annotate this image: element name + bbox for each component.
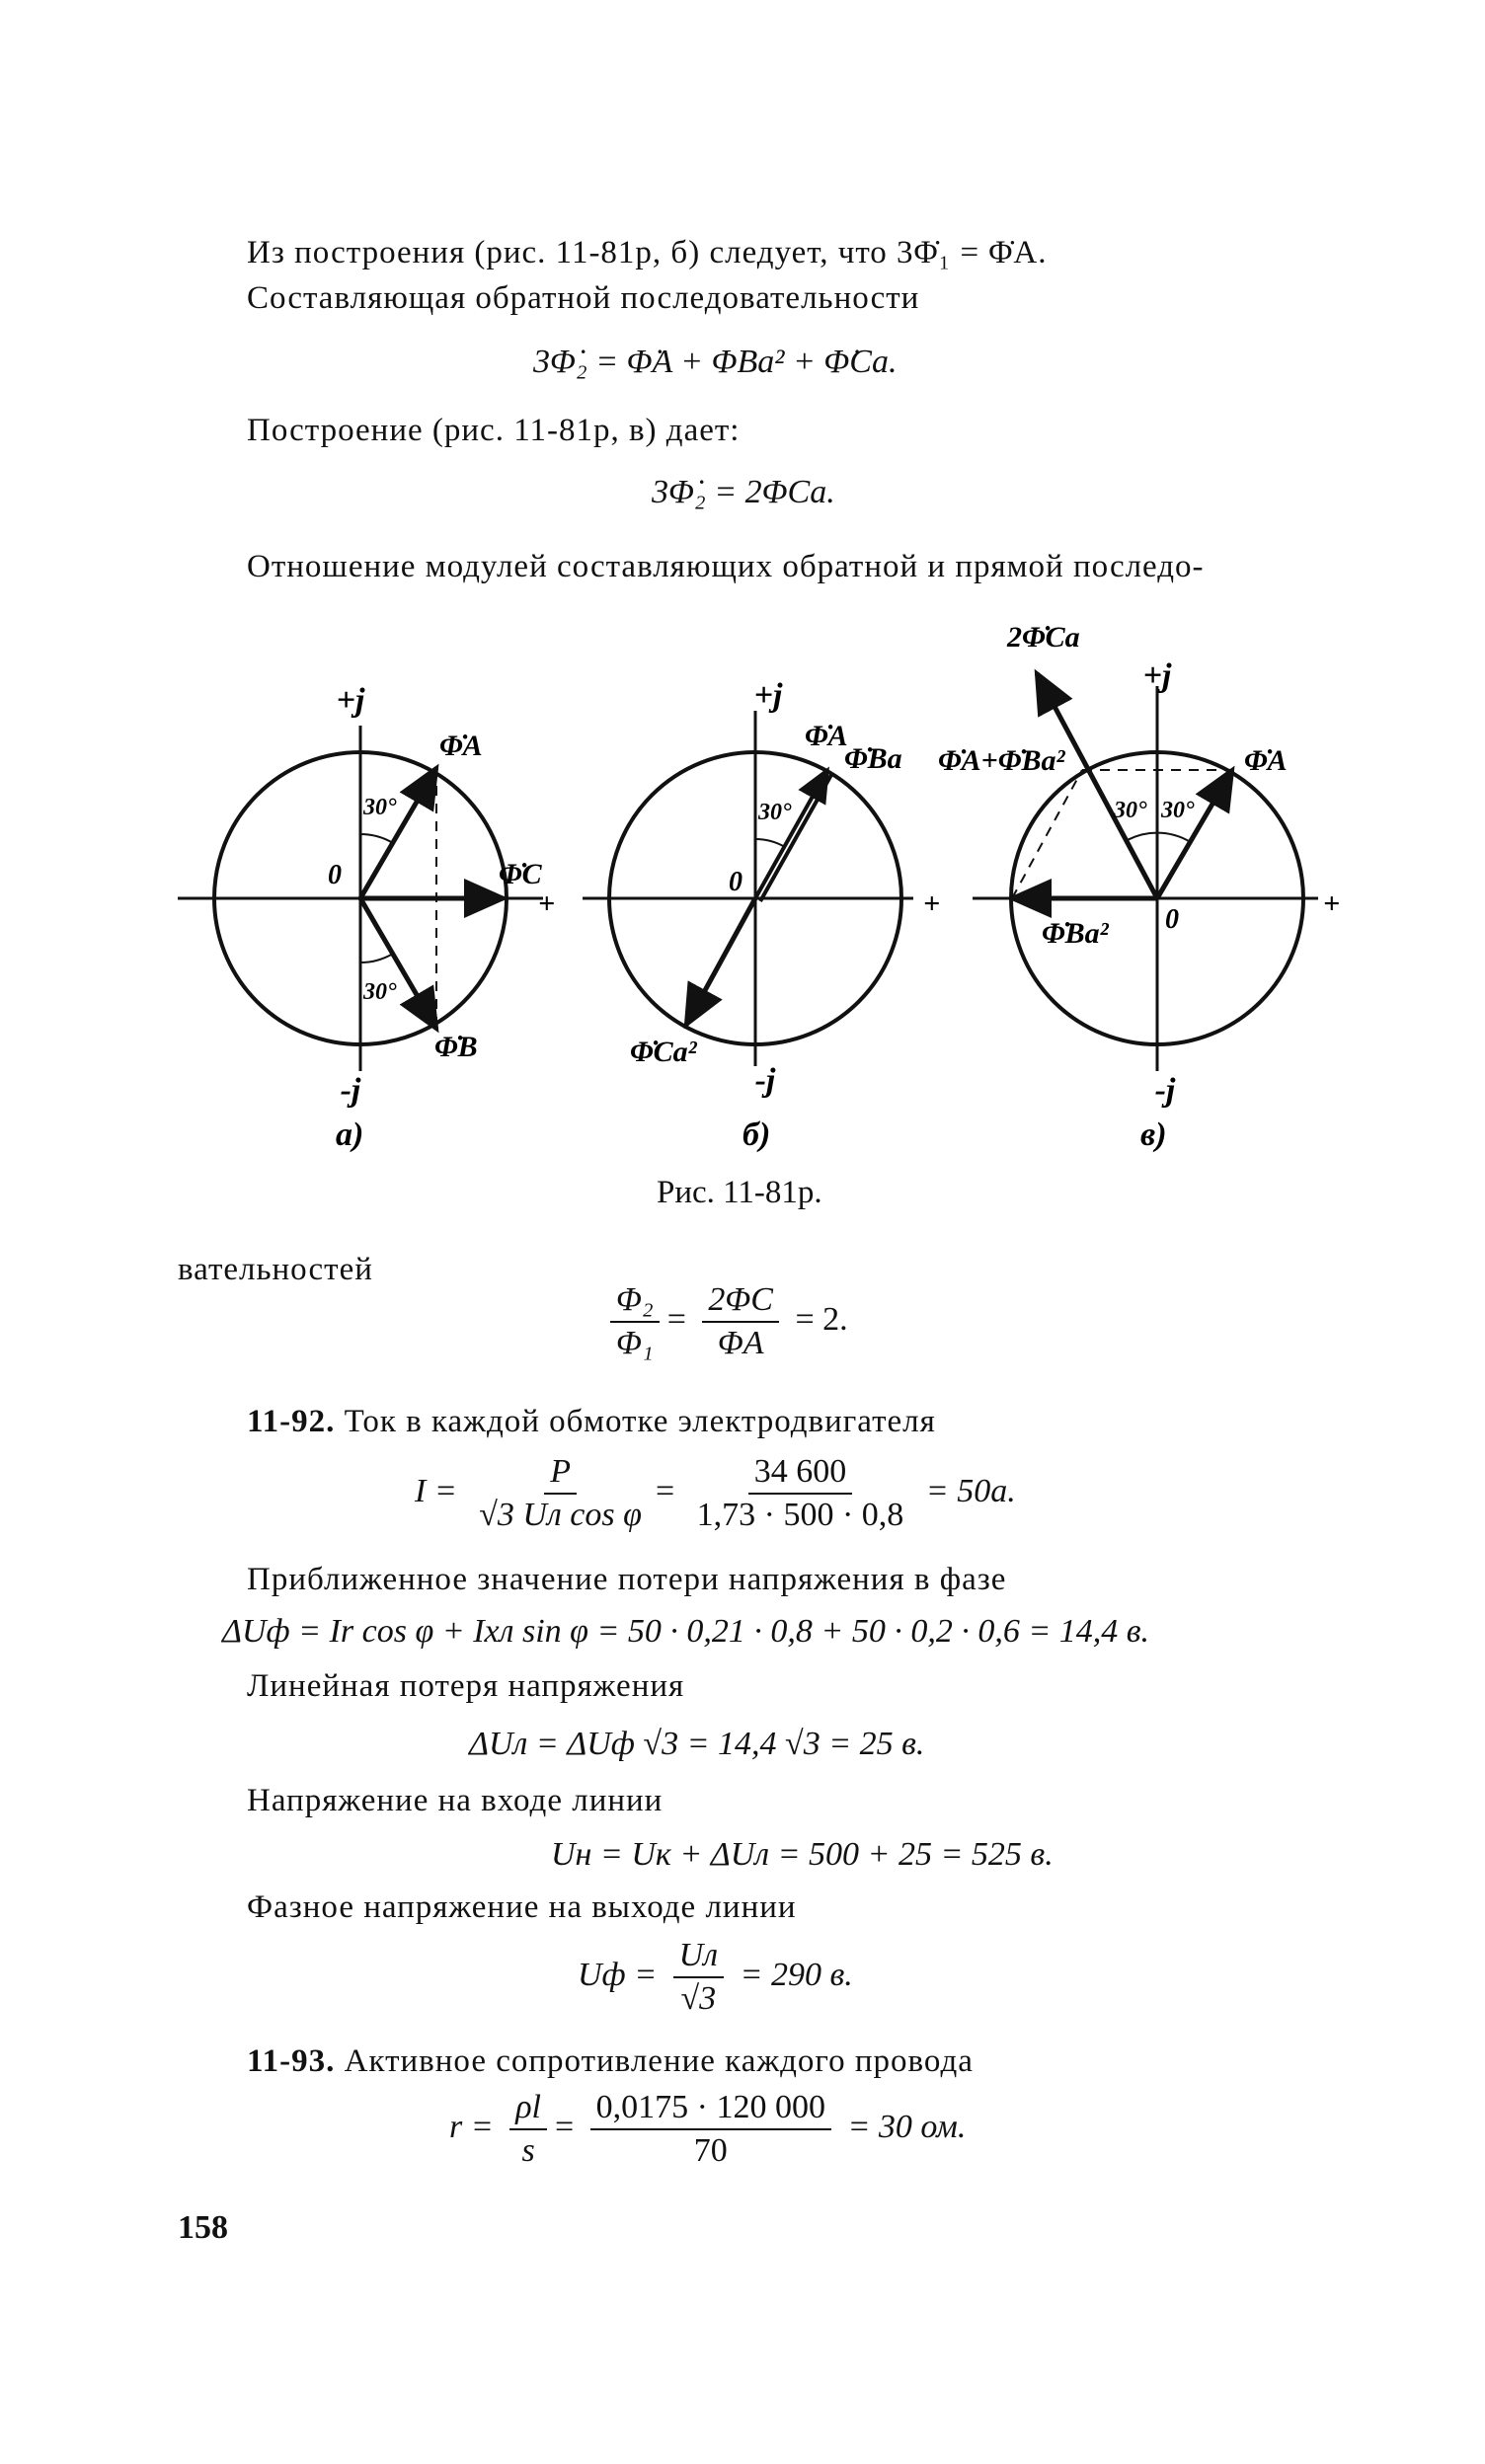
text-line: Отношение модулей составляющих обратной … — [247, 549, 1205, 584]
result: = 50а. — [925, 1472, 1016, 1509]
problem-number: 11-93. — [247, 2043, 336, 2079]
lhs: Uф = — [578, 1956, 658, 1993]
problem-heading: 11-92. Ток в каждой обмотке электродвига… — [247, 1404, 936, 1440]
label-plus-j: +j — [1143, 657, 1172, 694]
text-line: Приближенное значение потери напряжения … — [247, 1562, 1007, 1597]
problem-heading: 11-93. Активное сопротивление каждого пр… — [247, 2043, 974, 2080]
frac-den: 70 — [693, 2132, 728, 2169]
phasor-c-a — [1154, 765, 1235, 900]
line-drop-formula: ΔUл = ΔUф √3 = 14,4 √3 = 25 в. — [469, 1726, 925, 1762]
label-angle: 30° — [362, 979, 397, 1005]
frac-num: 34 600 — [747, 1453, 853, 1495]
frac-num: ρl — [509, 2089, 547, 2130]
text-line: Фазное напряжение на выходе линии — [247, 1889, 797, 1925]
phasor-c-2ca — [1034, 668, 1160, 900]
problem-text: Активное сопротивление каждого провода — [335, 2043, 974, 2079]
label-phi-b: Φ̇B — [434, 1031, 478, 1063]
input-voltage-formula: Uн = Uк + ΔUл = 500 + 25 = 525 в. — [551, 1836, 1054, 1873]
label-plus: + — [538, 887, 555, 920]
label-c: в) — [1140, 1116, 1167, 1153]
label-phi-ba: Φ̇Ba — [844, 742, 902, 775]
result: = 30 ом. — [847, 2108, 967, 2145]
label-minus-j: -j — [1155, 1072, 1176, 1109]
label-angle: 30° — [1160, 798, 1195, 823]
label-phi-ca2: Φ̇Ca² — [630, 1036, 698, 1068]
phase-voltage-formula: Uф = Uл√3 = 290 в. — [578, 1937, 853, 2018]
angle-arc-b — [754, 837, 786, 848]
phasor-b-ca2 — [683, 896, 758, 1030]
label-zero: 0 — [1165, 904, 1179, 935]
text-line: Составляющая обратной последовательности — [247, 280, 920, 316]
frac-den: s — [521, 2132, 535, 2169]
text-line: Из построения (рис. 11-81р, б) следует, … — [247, 235, 1048, 270]
phasor-a-a — [357, 763, 439, 900]
frac-num: 2ΦC — [702, 1281, 779, 1323]
diagram-c: +j -j 0 30° 30° Φ̇A Φ̇A+Φ̇Ba² Φ̇Ba² 2Φ̇C… — [938, 621, 1340, 1153]
label-angle: 30° — [1113, 798, 1147, 823]
label-zero: 0 — [328, 860, 342, 890]
voltage-drop-formula: ΔUф = Ir cos φ + Ixл sin φ = 50 · 0,21 ·… — [222, 1613, 1150, 1650]
result: = 290 в. — [740, 1956, 853, 1993]
text-line: вательностей — [178, 1252, 373, 1287]
frac-num: 0,0175 · 120 000 — [589, 2089, 831, 2130]
phasor-b-a — [753, 766, 829, 899]
frac-num: Uл — [672, 1937, 725, 1978]
frac-den: √3 — [680, 1980, 717, 2017]
phasor-b-ba — [758, 772, 834, 902]
page-number: 158 — [178, 2209, 228, 2246]
label-plus: + — [923, 887, 940, 920]
frac-den: Φ₁ — [616, 1325, 654, 1361]
angle-arc-a2 — [359, 953, 394, 963]
diagram-b: +j -j 0 30° Φ̇A Φ̇Ba Φ̇Ca² + б) — [583, 677, 940, 1153]
label-b: б) — [742, 1116, 770, 1153]
frac-num: P — [544, 1453, 577, 1495]
formula: 3Φ̇₂ = Φ̇A + ΦBa² + Φ̇Ca. — [533, 344, 898, 380]
label-phi-a: Φ̇A — [805, 720, 848, 752]
text-line: Построение (рис. 11-81р, в) дает: — [247, 413, 741, 448]
label-a: а) — [336, 1116, 363, 1153]
frac-den: ΦA — [717, 1325, 764, 1361]
label-plus: + — [1323, 887, 1340, 920]
label-zero: 0 — [729, 867, 742, 897]
phasor-figure: +j -j 0 30° 30° Φ̇A Φ̇B Φ̇C + а) +j -j 0… — [178, 621, 1340, 1153]
label-phi-a: Φ̇A — [1244, 744, 1288, 777]
frac-num: Φ₂ — [610, 1281, 660, 1323]
phasor-a-b — [357, 896, 439, 1034]
label-angle: 30° — [757, 800, 792, 825]
ratio-result: = 2. — [795, 1300, 848, 1338]
text-line: Линейная потеря напряжения — [247, 1668, 685, 1704]
label-minus-j: -j — [341, 1072, 361, 1109]
label-plus-j: +j — [337, 682, 365, 719]
label-phi-c: Φ̇C — [499, 858, 543, 890]
frac-den: √3 Uл cos φ — [479, 1497, 642, 1533]
text-line: Напряжение на входе линии — [247, 1783, 664, 1818]
figure-caption: Рис. 11-81р. — [657, 1175, 822, 1210]
frac-den: 1,73 · 500 · 0,8 — [696, 1497, 904, 1533]
problem-number: 11-92. — [247, 1404, 336, 1439]
label-sum: Φ̇A+Φ̇Ba² — [938, 744, 1065, 777]
angle-arc-a1 — [359, 833, 394, 844]
diagram-a: +j -j 0 30° 30° Φ̇A Φ̇B Φ̇C + а) — [178, 682, 555, 1153]
formula: 3Φ̇₂ = 2ΦCa. — [652, 474, 835, 510]
dashed-c-left — [1011, 769, 1083, 899]
label-2phi-ca: 2Φ̇Ca — [1006, 621, 1080, 654]
lhs: r = — [449, 2108, 494, 2145]
label-phi-ba2: Φ̇Ba² — [1042, 917, 1110, 950]
problem-text: Ток в каждой обмотке электродвигателя — [335, 1404, 936, 1439]
label-plus-j: +j — [754, 677, 783, 714]
label-minus-j: -j — [755, 1062, 776, 1099]
label-angle: 30° — [362, 795, 397, 820]
lhs: I = — [415, 1472, 457, 1509]
label-phi-a: Φ̇A — [439, 730, 483, 762]
angle-arc-c — [1125, 831, 1190, 842]
